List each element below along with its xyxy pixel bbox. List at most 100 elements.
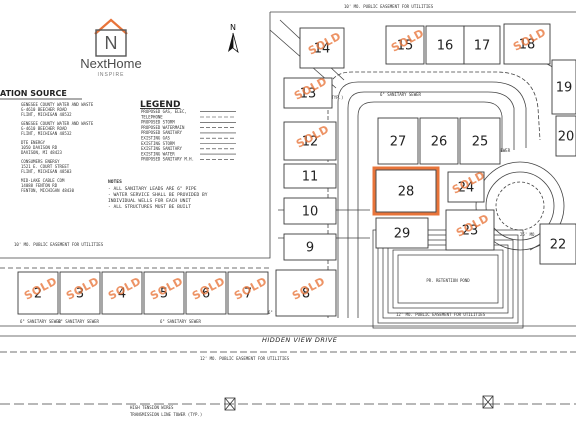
- lot-number: 7: [244, 287, 252, 302]
- utility-source-line: MID-LAKE CABLE COM: [21, 178, 65, 183]
- notes: NOTES - ALL SANITARY LEADS ARE 6" PIPE- …: [108, 179, 208, 210]
- notes-item: - ALL SANITARY LEADS ARE 6" PIPE: [108, 186, 197, 192]
- lot-number: 22: [550, 238, 567, 253]
- lot-parcel[interactable]: [101, 271, 143, 315]
- lot-parcel[interactable]: [385, 25, 425, 65]
- lot-20[interactable]: 20: [555, 115, 576, 157]
- lot-number: 12: [302, 135, 319, 150]
- lot-parcel[interactable]: [283, 121, 337, 161]
- lot-number: 25: [472, 135, 489, 150]
- lot-parcel[interactable]: [17, 271, 59, 315]
- utility-source-title: ATION SOURCE: [0, 89, 67, 98]
- legend-item: PROPOSED SANITARY: [141, 130, 183, 135]
- lot-parcel[interactable]: [459, 117, 501, 165]
- logo-monogram: N: [105, 33, 118, 53]
- annotation-note: 10' MO. PUBLIC EASEMENT FOR UTILITIES: [344, 4, 434, 9]
- street-name: HIDDEN VIEW DRIVE: [262, 336, 338, 344]
- house-icon: [95, 29, 127, 57]
- lot-parcel[interactable]: [283, 163, 337, 189]
- utility-source-line: FENTON, MICHIGAN 48430: [21, 188, 75, 193]
- utility-source-line: 1521 E. COURT STREET: [21, 164, 70, 169]
- legend-item: TELEPHONE: [141, 114, 163, 119]
- lot-9[interactable]: 9: [283, 233, 337, 261]
- lot-number: 2: [34, 287, 42, 302]
- lot-26[interactable]: 26: [419, 117, 459, 165]
- north-label: N: [230, 23, 236, 32]
- annotation-note: HIGH TENSION WIRES: [130, 405, 174, 410]
- lot-parcel[interactable]: [283, 233, 337, 261]
- lot-10[interactable]: 10: [283, 197, 337, 225]
- lot-parcel[interactable]: [143, 271, 185, 315]
- legend-item: PROPOSED STORM: [141, 120, 175, 125]
- lot-28[interactable]: 28: [375, 169, 437, 213]
- pond-label: PR. RETENTION POND: [426, 278, 470, 283]
- lot-parcel[interactable]: [447, 171, 485, 203]
- legend-item: PROPOSED SANITARY M.H.: [141, 157, 194, 162]
- legend-item: PROPOSED GAS, ELEC,: [141, 109, 187, 114]
- lot-number: 3: [76, 287, 84, 302]
- utility-source-line: G-4610 BEECHER ROAD: [21, 126, 67, 131]
- transmission-towers: [224, 395, 494, 411]
- roof-icon: [94, 18, 128, 35]
- lot-parcel[interactable]: [59, 271, 101, 315]
- utility-source-line: CONSUMERS ENERGY: [21, 159, 60, 164]
- utility-source-line: GENESEE COUNTY WATER AND WASTE: [21, 121, 94, 126]
- lot-parcel[interactable]: [299, 27, 345, 69]
- lot-parcel[interactable]: [503, 23, 551, 65]
- lot-29[interactable]: 29: [375, 217, 429, 249]
- lot-number: 5: [160, 287, 168, 302]
- lot-parcel[interactable]: [375, 169, 437, 213]
- lot-parcel[interactable]: [377, 117, 419, 165]
- lot-11[interactable]: 11: [283, 163, 337, 189]
- lot-17[interactable]: 17: [463, 25, 501, 65]
- lot-parcel[interactable]: [283, 77, 333, 109]
- legend-item: EXISTING WATER: [141, 151, 175, 156]
- lot-parcel[interactable]: [419, 117, 459, 165]
- lot-parcel[interactable]: [425, 25, 465, 65]
- lot-27[interactable]: 27: [377, 117, 419, 165]
- utility-source-line: 1050 DAVISON RD: [21, 145, 58, 150]
- legend: LEGEND PROPOSED GAS, ELEC,TELEPHONEPROPO…: [140, 100, 236, 162]
- lot-number: 17: [474, 39, 491, 54]
- lot-parcel[interactable]: [185, 271, 227, 315]
- lot-22[interactable]: 22: [539, 223, 576, 265]
- lot-parcel[interactable]: [555, 115, 576, 157]
- lot-parcel[interactable]: [445, 209, 495, 251]
- utility-source-line: 14088 FENTON RD: [21, 183, 58, 188]
- lot-number: 27: [390, 135, 407, 150]
- legend-item: EXISTING STORM: [141, 141, 175, 146]
- lot-parcel[interactable]: [283, 197, 337, 225]
- lot-parcel[interactable]: [227, 271, 269, 315]
- lot-19[interactable]: 19: [551, 59, 576, 115]
- legend-title: LEGEND: [140, 100, 180, 110]
- lot-parcel[interactable]: [539, 223, 576, 265]
- tower-icon: [224, 397, 236, 411]
- lot-25[interactable]: 25: [459, 117, 501, 165]
- annotation-note: 12' MO. PUBLIC EASEMENT FOR UTILITIES: [396, 312, 486, 317]
- north-arrow-left-icon: [228, 33, 233, 52]
- annotation-note: 6" SANITARY SEWER: [58, 319, 100, 324]
- annotation-note: 6" SANITARY SEWER: [160, 319, 202, 324]
- lot-parcel[interactable]: [375, 217, 429, 249]
- lot-parcel[interactable]: [275, 269, 337, 317]
- brand-logo: N NextHome INSPIRE: [80, 18, 142, 78]
- lot-16[interactable]: 16: [425, 25, 465, 65]
- utility-source-line: FLINT, MICHIGAN 48532: [21, 112, 72, 117]
- lot-parcel[interactable]: [551, 59, 576, 115]
- lot-parcel[interactable]: [463, 25, 501, 65]
